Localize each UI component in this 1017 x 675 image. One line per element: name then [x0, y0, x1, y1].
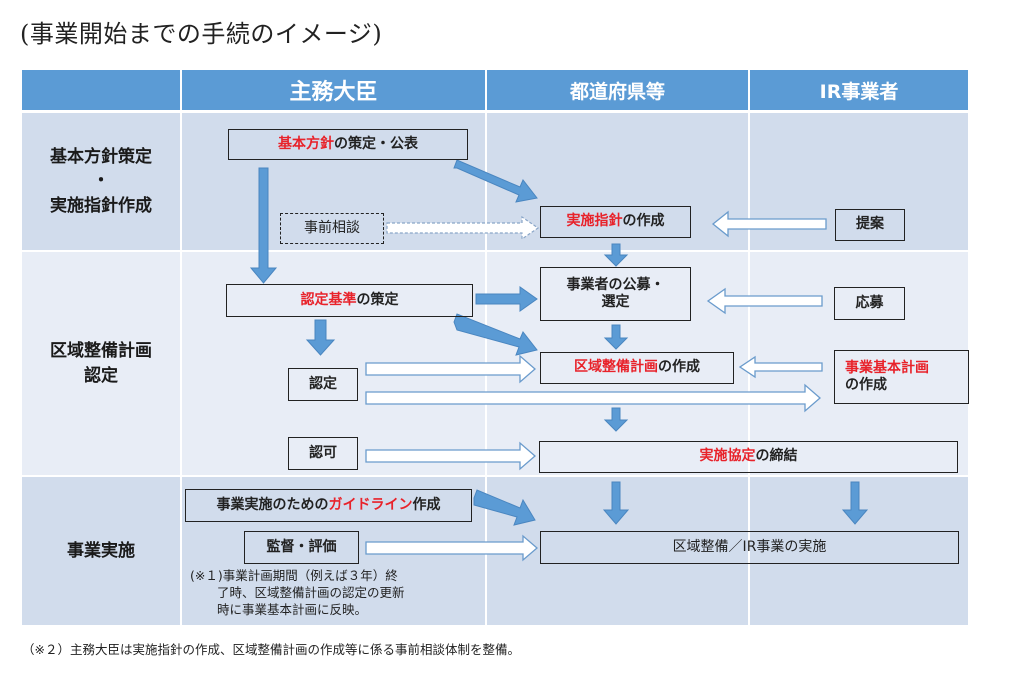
arrow-certify-to-areaplan — [365, 354, 536, 384]
box-text: 選定 — [601, 294, 630, 310]
arrow-agreement-to-execution-ir — [841, 481, 869, 525]
row-label-line: ・ — [92, 171, 110, 192]
highlight-text: 実施指針 — [566, 213, 623, 230]
box-text: 認可 — [309, 444, 337, 461]
arrow-criteria-to-recruit — [475, 286, 538, 312]
arrow-approve-to-agreement — [365, 441, 536, 471]
box-text: 区域整備／IR事業の実施 — [672, 538, 827, 555]
box-area-plan: 区域整備計画の作成 — [540, 352, 734, 384]
note-1: (※１)事業計画期間（例えば３年）終 了時、区域整備計画の認定の更新 時に事業基… — [190, 568, 405, 619]
arrow-apply-to-recruit — [706, 287, 823, 315]
box-basic-policy: 基本方針の策定・公表 — [228, 129, 468, 160]
arrow-recruit-to-areaplan — [603, 324, 629, 350]
page-title: (事業開始までの手続のイメージ) — [20, 20, 383, 48]
box-execution: 区域整備／IR事業の実施 — [540, 531, 959, 564]
box-text: 応募 — [855, 294, 884, 311]
box-impl-guideline: 実施指針の作成 — [540, 206, 691, 238]
box-text: の策定 — [356, 291, 399, 308]
arrow-agreement-to-execution-pref — [602, 481, 630, 525]
header-minister: 主務大臣 — [182, 70, 485, 110]
highlight-text: 実施協定 — [699, 448, 756, 465]
cell-r2-prefecture — [487, 252, 748, 475]
arrow-proposal-to-guideline — [711, 210, 827, 238]
highlight-text: 認定基準 — [300, 291, 357, 308]
arrow-supervise-to-execution — [365, 534, 538, 562]
box-prior-consultation: 事前相談 — [280, 213, 384, 244]
box-text: の作成 — [845, 377, 887, 393]
box-biz-plan: 事業基本計画の作成 — [834, 350, 969, 404]
note-line: 了時、区域整備計画の認定の更新 — [217, 584, 405, 600]
box-approve: 認可 — [288, 437, 358, 470]
header-corner — [22, 70, 180, 110]
row-label-line: 認定 — [84, 365, 118, 386]
highlight-text: 区域整備計画 — [574, 359, 658, 376]
box-text: の策定・公表 — [334, 135, 418, 152]
row-label-line: 区域整備計画 — [50, 340, 152, 361]
box-cert-criteria: 認定基準の策定 — [226, 284, 473, 317]
row-label-line: 事業実施 — [67, 540, 135, 561]
row-label-business-impl: 事業実施 — [22, 477, 180, 625]
arrow-guideline-to-execution — [473, 489, 536, 526]
box-text: の締結 — [755, 448, 798, 465]
arrow-criteria-to-areaplan — [453, 313, 538, 356]
arrow-certify-to-bizplan — [365, 383, 821, 413]
arrow-consult-to-guideline — [386, 215, 540, 241]
box-impl-agreement: 実施協定の締結 — [539, 441, 958, 473]
box-apply: 応募 — [834, 287, 905, 320]
box-text: の作成 — [622, 213, 665, 230]
box-text: 事業実施のための — [216, 496, 329, 513]
box-text: の作成 — [658, 359, 700, 376]
row-label-area-plan-cert: 区域整備計画 認定 — [22, 252, 180, 475]
row-label-line: 実施指針作成 — [50, 195, 152, 216]
box-text: 事前相談 — [304, 219, 360, 236]
box-text: 提案 — [856, 216, 884, 233]
arrow-criteria-to-certify — [305, 319, 336, 356]
arrow-basic-to-guideline — [453, 159, 538, 203]
footnote-2: （※２）主務大臣は実施指針の作成、区域整備計画の作成等に係る事前相談体制を整備。 — [22, 642, 520, 657]
box-proposal: 提案 — [835, 209, 905, 241]
row-label-line: 基本方針策定 — [50, 146, 152, 167]
box-supervise: 監督・評価 — [244, 531, 359, 564]
box-text: 監督・評価 — [266, 538, 337, 555]
box-certify: 認定 — [288, 368, 358, 401]
box-text: 認定 — [309, 375, 337, 392]
note-line: 時に事業基本計画に反映。 — [217, 601, 368, 617]
box-recruit-select: 事業者の公募・選定 — [540, 267, 691, 321]
arrow-bizplan-to-areaplan — [738, 355, 823, 379]
arrow-guideline-to-recruit — [603, 243, 629, 267]
note-line: (※１)事業計画期間（例えば３年）終 — [190, 568, 398, 583]
highlight-text: ガイドライン — [328, 496, 413, 513]
header-ir-operator: IR事業者 — [750, 70, 968, 110]
arrow-areaplan-to-agreement — [603, 407, 629, 432]
box-text: 作成 — [412, 496, 441, 513]
highlight-text: 基本方針 — [278, 135, 334, 152]
header-prefecture: 都道府県等 — [487, 70, 748, 110]
highlight-text: 事業基本計画 — [845, 359, 929, 376]
box-guideline: 事業実施のためのガイドライン作成 — [185, 489, 472, 522]
arrow-basic-to-criteria — [249, 167, 278, 284]
box-text: 事業者の公募・ — [566, 276, 665, 293]
row-label-basic-policy: 基本方針策定 ・ 実施指針作成 — [22, 113, 180, 250]
